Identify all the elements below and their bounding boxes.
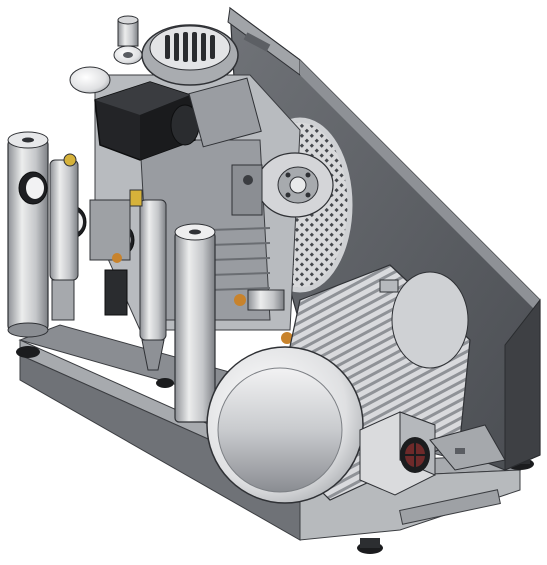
filter-housings: [49, 153, 167, 371]
left-separator-cylinder: [7, 131, 49, 338]
motor-mount: [429, 424, 506, 471]
motor-fittings: [234, 289, 293, 344]
front-separator-cylinder: [174, 223, 216, 423]
block-ribs: [209, 227, 271, 291]
stage-cylinder: [188, 77, 334, 218]
cylinder-head: [141, 24, 239, 86]
top-fittings: [69, 15, 143, 94]
head-vent-slots: [165, 32, 215, 62]
terminal-box: [359, 411, 436, 496]
intake-filter-box: [94, 81, 200, 161]
